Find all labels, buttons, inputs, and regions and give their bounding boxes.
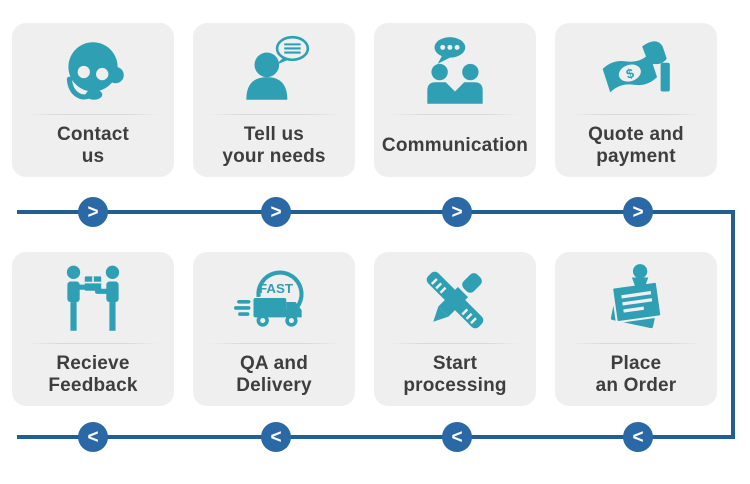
pencil-ruler-icon bbox=[374, 252, 536, 343]
card-qa-and-delivery: FAST QA and Delivery bbox=[193, 252, 355, 406]
card-label: Contact us bbox=[56, 124, 130, 167]
handshake-chat-icon bbox=[374, 23, 536, 114]
card-divider bbox=[389, 343, 521, 344]
flow-row-top: Contact us Tell us your needs bbox=[12, 23, 717, 177]
card-divider bbox=[389, 114, 521, 115]
flow-row-bottom: Recieve Feedback FAST QA and Delive bbox=[12, 252, 717, 406]
backward-arrow-badge: < bbox=[623, 422, 653, 452]
forward-arrow-badge: > bbox=[261, 197, 291, 227]
exchange-box-icon bbox=[12, 252, 174, 343]
card-divider bbox=[570, 114, 702, 115]
card-divider bbox=[570, 343, 702, 344]
money-in-hand-icon: $ bbox=[555, 23, 717, 114]
card-recieve-feedback: Recieve Feedback bbox=[12, 252, 174, 406]
forward-arrow-badge: > bbox=[78, 197, 108, 227]
support-headset-icon bbox=[12, 23, 174, 114]
card-communication: Communication bbox=[374, 23, 536, 177]
card-label: Start processing bbox=[403, 353, 507, 396]
forward-arrow-badge: > bbox=[442, 197, 472, 227]
forward-arrow-badge: > bbox=[623, 197, 653, 227]
card-label: Tell us your needs bbox=[222, 124, 326, 167]
backward-arrow-badge: < bbox=[442, 422, 472, 452]
flow-line-forward bbox=[17, 210, 735, 214]
flow-line-backward bbox=[17, 435, 735, 439]
pinned-note-icon bbox=[555, 252, 717, 343]
flow-line-connector bbox=[731, 210, 735, 439]
card-label: Communication bbox=[381, 135, 529, 157]
card-divider bbox=[208, 114, 340, 115]
card-divider bbox=[27, 114, 159, 115]
card-quote-and-payment: $ Quote and payment bbox=[555, 23, 717, 177]
backward-arrow-badge: < bbox=[78, 422, 108, 452]
card-contact-us: Contact us bbox=[12, 23, 174, 177]
person-speech-bubble-icon bbox=[193, 23, 355, 114]
backward-arrow-badge: < bbox=[261, 422, 291, 452]
card-label: Quote and payment bbox=[588, 124, 684, 167]
card-label: Place an Order bbox=[595, 353, 677, 396]
card-start-processing: Start processing bbox=[374, 252, 536, 406]
card-label: QA and Delivery bbox=[236, 353, 312, 396]
card-place-an-order: Place an Order bbox=[555, 252, 717, 406]
fast-delivery-truck-icon: FAST bbox=[193, 252, 355, 343]
card-divider bbox=[27, 343, 159, 344]
fast-badge: FAST bbox=[259, 281, 293, 296]
card-divider bbox=[208, 343, 340, 344]
card-tell-us-your-needs: Tell us your needs bbox=[193, 23, 355, 177]
card-label: Recieve Feedback bbox=[48, 353, 138, 396]
